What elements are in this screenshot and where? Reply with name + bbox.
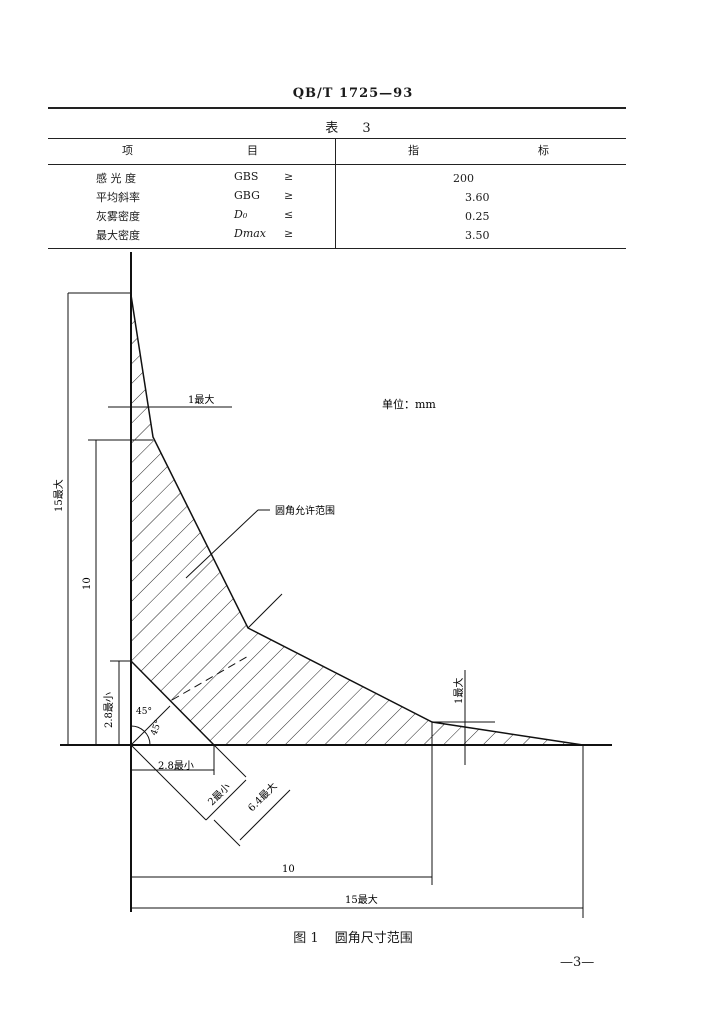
table-bottom-rule (48, 248, 626, 249)
top-1max-label: 1最大 (188, 393, 214, 406)
figure-caption: 图 1 圆角尺寸范围 (0, 927, 706, 946)
table-top-rule (48, 138, 626, 139)
diag-6-4max-label: 6.4最大 (245, 780, 280, 815)
range-label: 圆角允许范围 (275, 504, 335, 517)
header-rule (48, 107, 626, 109)
table-header-value-a: 指 (408, 144, 419, 157)
bottom-10-label: 10 (282, 864, 295, 875)
row-name: 灰雾密度 (96, 210, 140, 223)
table-header-rule (48, 164, 626, 165)
row-name: 最大密度 (96, 229, 140, 242)
bottom-15max-label: 15最大 (345, 893, 378, 906)
left-2-8min-label: 2.8最小 (103, 692, 115, 728)
standard-code: QB/T 1725—93 (292, 86, 414, 101)
unit-label: 单位：mm (382, 397, 436, 411)
figure-title: 圆角尺寸范围 (334, 931, 413, 946)
row-name: 平均斜率 (96, 191, 140, 204)
min-boundary (130, 660, 215, 746)
table-header-mid: 目 (247, 144, 258, 157)
row-symbol: Dmax (234, 227, 267, 240)
row-op: ≥ (284, 189, 294, 202)
figure-number: 图 1 (293, 931, 319, 946)
right-1max-label: 1最大 (452, 678, 465, 704)
bottom-2-8min-label: 2.8最小 (158, 760, 194, 772)
table-vertical-divider (335, 138, 336, 248)
row-symbol: D₀ (234, 208, 248, 221)
allowed-range-region (131, 295, 583, 745)
page-number: —3— (560, 955, 595, 970)
table-header-item: 项 (122, 144, 133, 157)
angle-45-label: 45° (136, 707, 152, 717)
row-value: 3.50 (465, 229, 490, 242)
row-value: 200 (453, 172, 474, 185)
row-value: 0.25 (465, 210, 490, 223)
angle-45b-label: 45° (149, 719, 164, 737)
row-op: ≥ (284, 170, 294, 183)
table-title: 表 3 (325, 121, 381, 136)
table-header-value-b: 标 (538, 144, 549, 157)
row-op: ≤ (284, 208, 294, 221)
left-15max-label: 15最大 (52, 479, 65, 512)
row-value: 3.60 (465, 191, 490, 204)
row-name: 感 光 度 (96, 172, 136, 185)
row-symbol: GBS (234, 170, 259, 183)
row-op: ≥ (284, 227, 294, 240)
left-10-label: 10 (82, 577, 93, 590)
diag-2min-label: 2最小 (206, 781, 233, 808)
row-symbol: GBG (234, 189, 260, 202)
